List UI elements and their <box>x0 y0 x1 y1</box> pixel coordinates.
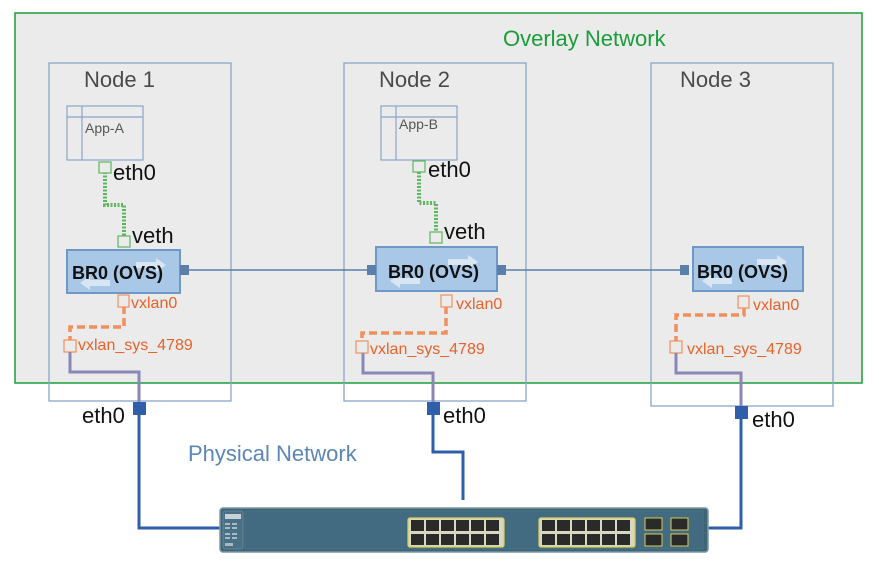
node-1-eth0-label: eth0 <box>82 403 125 428</box>
physical-network-label: Physical Network <box>188 441 358 466</box>
node-2-veth-link <box>417 172 438 233</box>
overlay-network-area <box>14 12 863 384</box>
node-2-bridge-label: BR0 (OVS) <box>388 262 479 282</box>
node-2-box <box>343 62 527 402</box>
node-1-bridge-label: BR0 (OVS) <box>72 263 163 283</box>
switch-console-panel <box>222 510 244 550</box>
node-1-veth-port[interactable] <box>117 235 131 248</box>
node-3-bridge[interactable]: BR0 (OVS) <box>680 246 804 292</box>
node-1-eth0-port[interactable] <box>133 402 146 415</box>
node-2-vxlan-sys-port[interactable] <box>355 340 369 354</box>
node-2-eth0-label: eth0 <box>443 403 486 428</box>
node-2-bridge-port-left[interactable] <box>367 265 376 275</box>
node-1-physical-link <box>137 412 225 530</box>
switch-port-block-1 <box>407 517 505 548</box>
arrow-left-icon <box>390 274 420 288</box>
node-1-bridge-port-right[interactable] <box>180 265 189 275</box>
node-1-app-eth0-label: eth0 <box>113 160 156 185</box>
app-a-window[interactable]: App-A <box>66 105 144 161</box>
node-3-bridge-port-left[interactable] <box>680 265 689 275</box>
node-3-eth0-label: eth0 <box>752 407 795 432</box>
node-3-vxlan-link <box>674 308 746 343</box>
node-1-veth-label: veth <box>132 223 174 248</box>
node-1-veth-link <box>103 172 126 236</box>
node-1-vxlan0-label: vxlan0 <box>131 295 177 312</box>
node-3-sys-eth0-link <box>674 353 743 408</box>
arrow-right-icon <box>757 255 787 269</box>
switch-sfp-ports <box>644 517 689 547</box>
node-3-bridge-label: BR0 (OVS) <box>697 262 788 282</box>
node-2-vxlan0-label: vxlan0 <box>456 296 502 313</box>
node-1-vxlan0-port[interactable] <box>117 294 130 308</box>
node-2-app-eth0-label: eth0 <box>428 157 471 182</box>
node-3-vxlan0-label: vxlan0 <box>753 297 799 314</box>
node-2-physical-link <box>431 412 465 500</box>
app-b-label: App-B <box>399 116 438 132</box>
node-3-title: Node 3 <box>680 67 751 92</box>
node-3-vxlan-sys-label: vxlan_sys_4789 <box>687 341 802 358</box>
node-1-vxlan-sys-port[interactable] <box>63 339 77 353</box>
node-2-eth0-port[interactable] <box>427 402 440 415</box>
node-2-bridge[interactable]: BR0 (OVS) <box>367 246 506 292</box>
arrow-right-icon <box>136 258 166 272</box>
arrow-left-icon <box>80 276 110 290</box>
node-2-vxlan0-port[interactable] <box>440 294 453 308</box>
arrow-left-icon <box>702 274 732 288</box>
node-1-vxlan-sys-label: vxlan_sys_4789 <box>78 337 193 354</box>
app-a-label: App-A <box>85 120 125 136</box>
node-1-title: Node 1 <box>84 67 155 92</box>
node-2-veth-label: veth <box>444 219 486 244</box>
node-2-title: Node 2 <box>379 67 450 92</box>
node-3-vxlan0-port[interactable] <box>737 295 750 309</box>
node-1-bridge[interactable]: BR0 (OVS) <box>66 249 189 294</box>
overlay-network-label: Overlay Network <box>503 26 667 51</box>
node-2-app-eth0-port[interactable] <box>412 160 426 173</box>
node-3-vxlan-sys-port[interactable] <box>669 340 683 354</box>
app-b-window[interactable]: App-B <box>380 105 458 161</box>
node-3-physical-link <box>708 416 743 530</box>
node-2-vxlan-link <box>360 306 448 344</box>
network-switch[interactable] <box>219 507 709 553</box>
node-3-eth0-port[interactable] <box>735 406 748 419</box>
node-1-vxlan-link <box>68 306 126 342</box>
node-2-vxlan-sys-label: vxlan_sys_4789 <box>370 341 485 358</box>
node-2-veth-port[interactable] <box>429 231 443 244</box>
arrow-right-icon <box>448 255 478 269</box>
switch-port-block-2 <box>538 517 636 548</box>
node-2-sys-eth0-link <box>361 353 435 404</box>
node-1-app-eth0-port[interactable] <box>98 161 112 174</box>
node-2-bridge-port-right[interactable] <box>497 265 506 275</box>
node-1-sys-eth0-link <box>68 352 141 404</box>
